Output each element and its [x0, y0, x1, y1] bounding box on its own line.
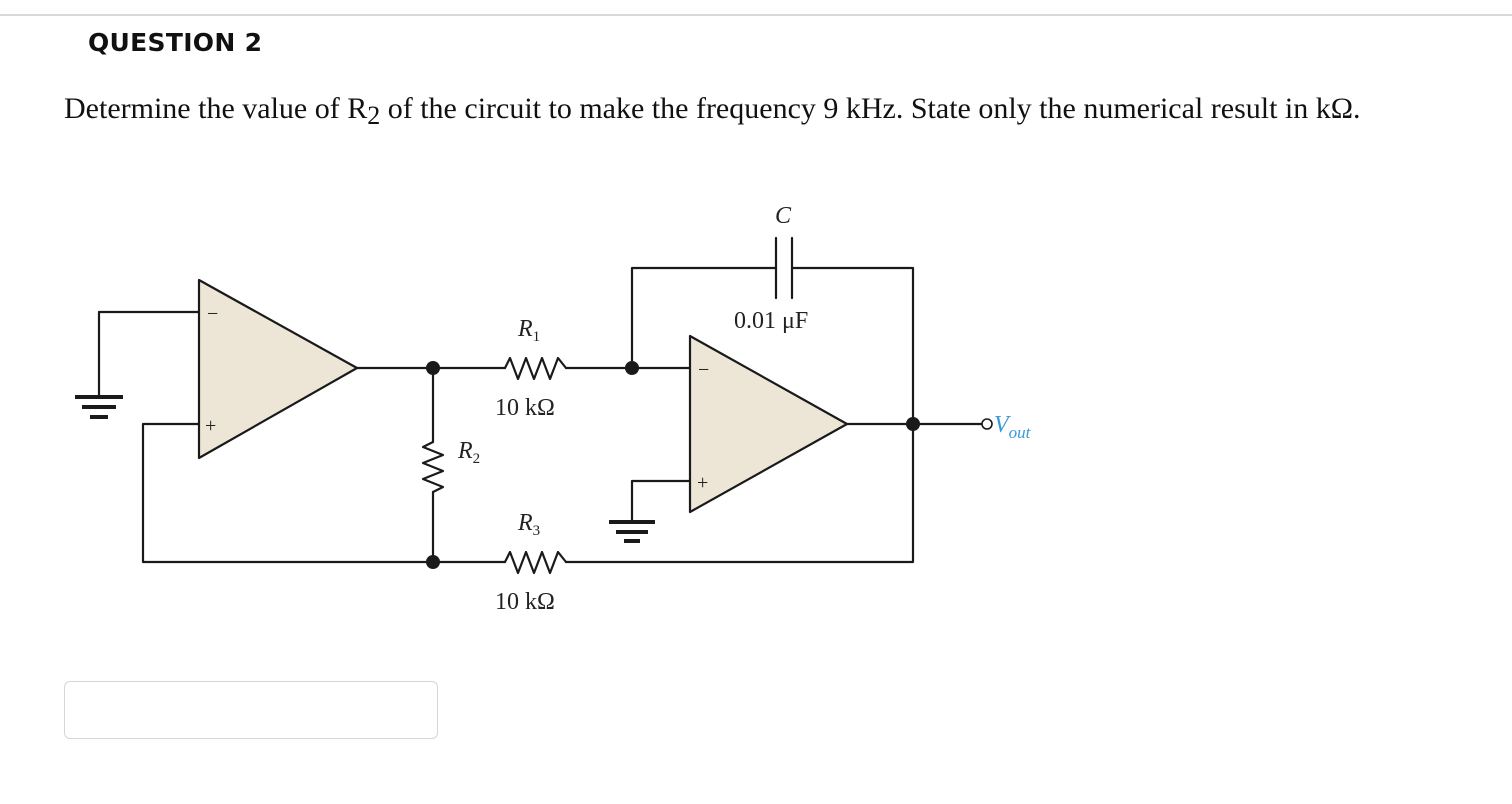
- wire-ground-to-opamp1-inverting: [97, 310, 201, 397]
- vout-label: Vout: [994, 412, 1032, 442]
- opamp1-minus-sign: −: [207, 303, 218, 325]
- opamp1-plus-sign: +: [205, 415, 216, 437]
- junction-r1-r2: [426, 361, 440, 375]
- capacitor-label: C: [775, 203, 792, 229]
- junction-r2-r3: [426, 555, 440, 569]
- r1-value: 10 kΩ: [495, 395, 555, 421]
- opamp2-minus-sign: −: [698, 359, 709, 381]
- output-terminal: [981, 418, 993, 430]
- resistor-r1: [503, 356, 568, 381]
- question-heading: QUESTION 2: [88, 28, 263, 57]
- opamp-2: [688, 334, 849, 514]
- ground-symbol-left: [75, 395, 123, 419]
- r3-label: R3: [517, 510, 540, 539]
- junction-output: [906, 417, 920, 431]
- question-text-subscript: 2: [367, 101, 381, 130]
- wire-capacitor-left: [630, 266, 778, 370]
- capacitor-value: 0.01 μF: [734, 308, 808, 334]
- resistor-r3: [503, 550, 568, 575]
- wire-capacitor-right: [790, 266, 915, 426]
- wire-r3-to-output: [564, 422, 915, 564]
- junction-integrator-input: [625, 361, 639, 375]
- question-text: Determine the value of R2 of the circuit…: [64, 92, 1361, 129]
- wire-opamp2-noninverting-ground: [630, 479, 692, 522]
- r2-label: R2: [457, 438, 480, 467]
- opamp-1: [197, 278, 359, 460]
- r1-label: R1: [517, 316, 540, 345]
- top-divider: [0, 14, 1512, 16]
- question-text-part-2: of the circuit to make the frequency 9 k…: [380, 92, 1361, 125]
- answer-input[interactable]: [64, 681, 438, 739]
- opamp2-plus-sign: +: [697, 472, 708, 494]
- r3-value: 10 kΩ: [495, 589, 555, 615]
- question-text-part-1: Determine the value of R: [64, 92, 368, 125]
- wire-feedback-to-opamp1-noninverting: [141, 422, 435, 564]
- ground-symbol-right: [609, 520, 655, 543]
- resistor-r2: [421, 440, 445, 494]
